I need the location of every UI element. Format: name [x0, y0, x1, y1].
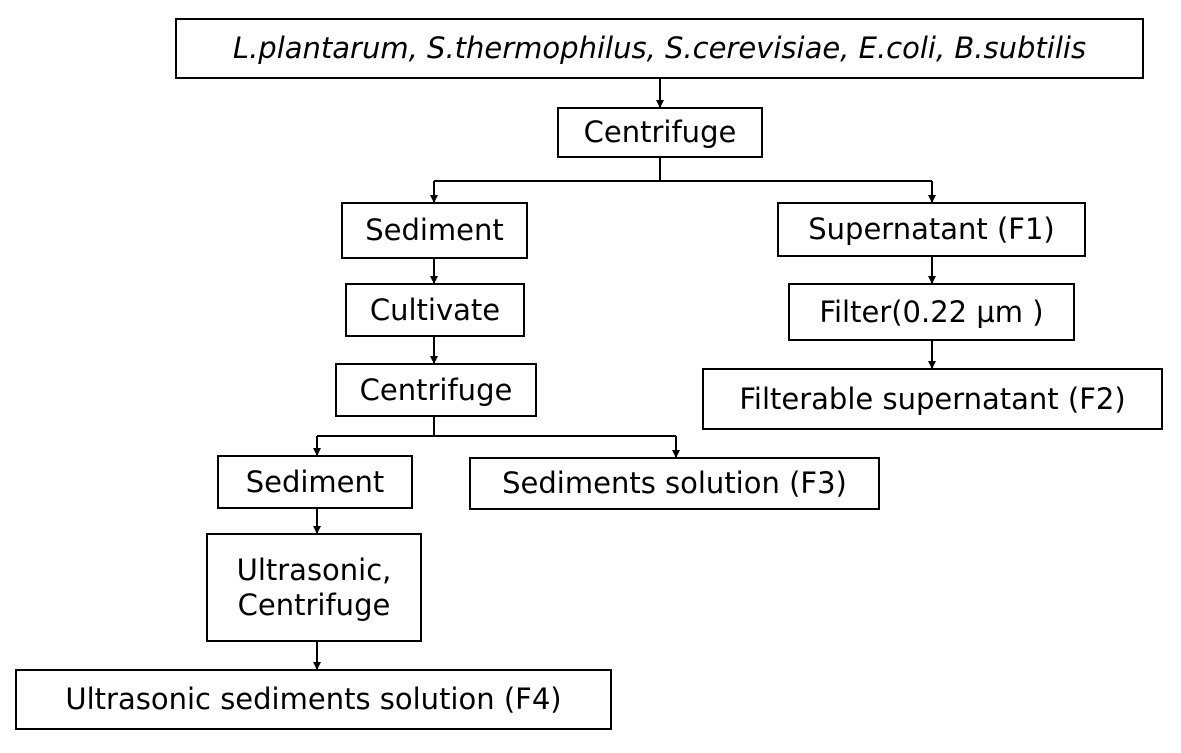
ultrasonic-centrifuge-node: Ultrasonic, Centrifuge	[206, 533, 422, 642]
ultrasonic-sediments-solution-f4-node: Ultrasonic sediments solution (F4)	[15, 669, 612, 730]
ultrasonic-label: Ultrasonic,	[236, 552, 392, 587]
sediments-solution-f3-node: Sediments solution (F3)	[469, 457, 880, 510]
filter-node: Filter(0.22 µm )	[788, 283, 1075, 341]
centrifuge-node-2: Centrifuge	[335, 363, 537, 417]
centrifuge-node-1: Centrifuge	[557, 107, 763, 158]
filterable-supernatant-f2-node: Filterable supernatant (F2)	[702, 368, 1163, 430]
centrifuge-label: Centrifuge	[237, 587, 391, 622]
cultivate-node: Cultivate	[345, 283, 525, 337]
sediment-node-1: Sediment	[341, 202, 528, 259]
sediment-node-2: Sediment	[217, 455, 413, 509]
supernatant-f1-node: Supernatant (F1)	[777, 202, 1086, 257]
organisms-node: L.plantarum, S.thermophilus, S.cerevisia…	[175, 18, 1144, 79]
